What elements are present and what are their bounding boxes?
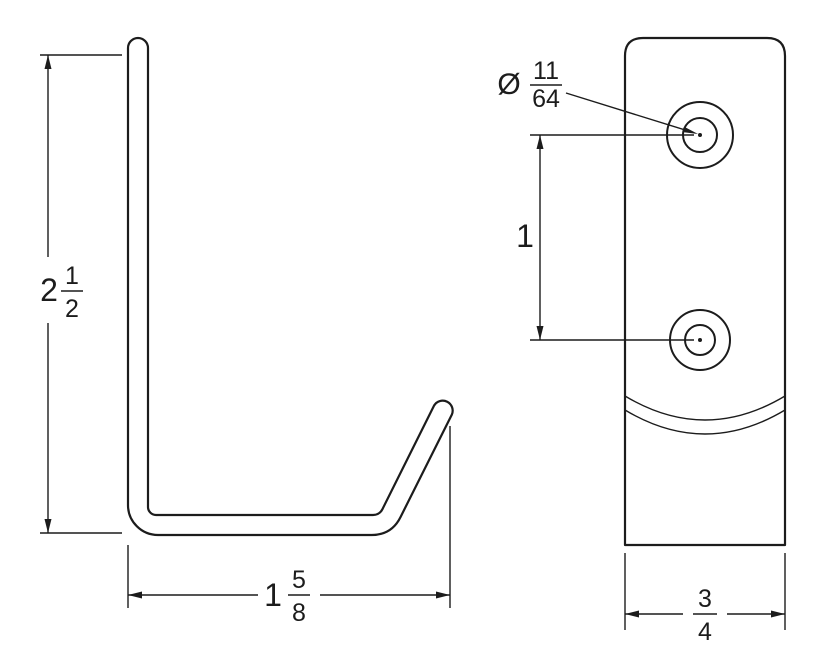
depth-dimension: 1 5 8 — [127, 426, 451, 627]
diameter-fraction-numerator: 11 — [533, 57, 559, 85]
bend-arc-outer — [624, 395, 786, 421]
height-dim-fraction-denominator: 2 — [65, 295, 79, 323]
hole-spacing-dimension: 1 — [516, 134, 694, 341]
spacing-dim-arrow-down — [536, 326, 544, 340]
bottom-hole-center-dot — [698, 338, 702, 342]
width-dim-fraction-numerator: 3 — [698, 585, 712, 613]
bend-arc-inner — [624, 409, 786, 435]
width-dim-fraction-denominator: 4 — [698, 618, 712, 646]
diameter-symbol: Ø — [497, 68, 520, 101]
spacing-dim-arrow-up — [536, 135, 544, 149]
depth-dim-arrow-right — [436, 591, 450, 599]
height-dim-arrow-up — [44, 55, 52, 69]
height-dim-label-mask — [33, 257, 90, 323]
height-dimension: 2 1 2 — [33, 54, 122, 534]
front-view: 1 Ø 11 64 3 4 — [497, 36, 787, 646]
height-dim-fraction-numerator: 1 — [65, 262, 79, 290]
diameter-fraction-denominator: 64 — [532, 85, 560, 113]
width-dim-arrow-right — [771, 610, 785, 618]
top-hole-center-dot — [698, 133, 702, 137]
spacing-dim-value: 1 — [516, 218, 534, 254]
diameter-leader-line — [565, 92, 691, 133]
width-dim-label-mask — [683, 584, 727, 642]
depth-dim-fraction-denominator: 8 — [292, 599, 306, 627]
height-dim-arrow-down — [44, 519, 52, 533]
depth-dim-label-mask — [258, 566, 320, 626]
plate-outline — [623, 36, 787, 547]
depth-dim-fraction-numerator: 5 — [292, 566, 306, 594]
diameter-leader-arrow — [683, 127, 698, 134]
depth-dim-whole: 1 — [264, 577, 282, 613]
hook-profile-outline — [126, 36, 454, 537]
height-dim-whole: 2 — [40, 272, 58, 308]
depth-dim-arrow-left — [128, 591, 142, 599]
side-view: 2 1 2 1 5 8 — [33, 36, 454, 627]
width-dim-arrow-left — [625, 610, 639, 618]
width-dimension: 3 4 — [624, 553, 786, 646]
hole-diameter-callout: Ø 11 64 — [497, 57, 698, 134]
